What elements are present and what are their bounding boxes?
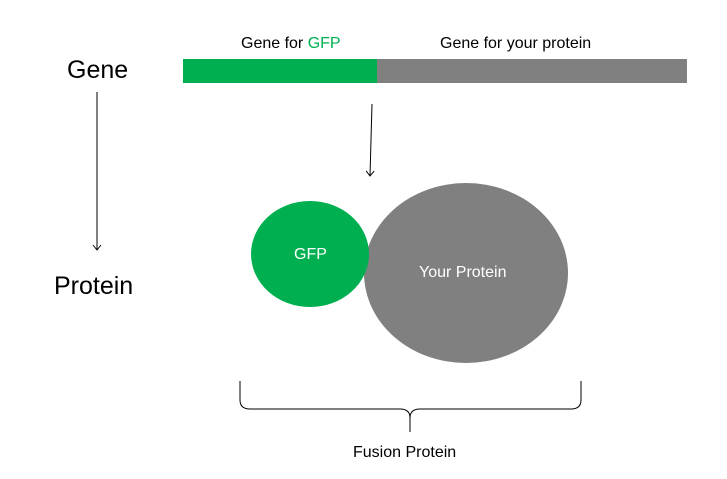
gfp-gene-label: Gene for GFP <box>241 36 341 52</box>
gene-bar-to-fusion-arrow <box>365 103 375 177</box>
gfp-circle <box>251 201 369 307</box>
gene-row-label: Gene <box>67 56 129 84</box>
gfp-gene-label-prefix: Gene for <box>241 35 308 52</box>
gfp-circle-label: GFP <box>294 246 327 263</box>
fusion-brace <box>239 381 582 432</box>
fusion-protein-label: Fusion Protein <box>353 444 457 461</box>
protein-gene-label: Gene for your protein <box>440 35 592 52</box>
protein-row-label: Protein <box>54 272 134 300</box>
protein-gene-segment <box>377 59 687 83</box>
gfp-gene-label-highlight: GFP <box>307 35 341 52</box>
your-protein-circle <box>364 183 568 363</box>
your-protein-circle-label: Your Protein <box>419 264 507 281</box>
gfp-gene-segment <box>183 59 377 83</box>
